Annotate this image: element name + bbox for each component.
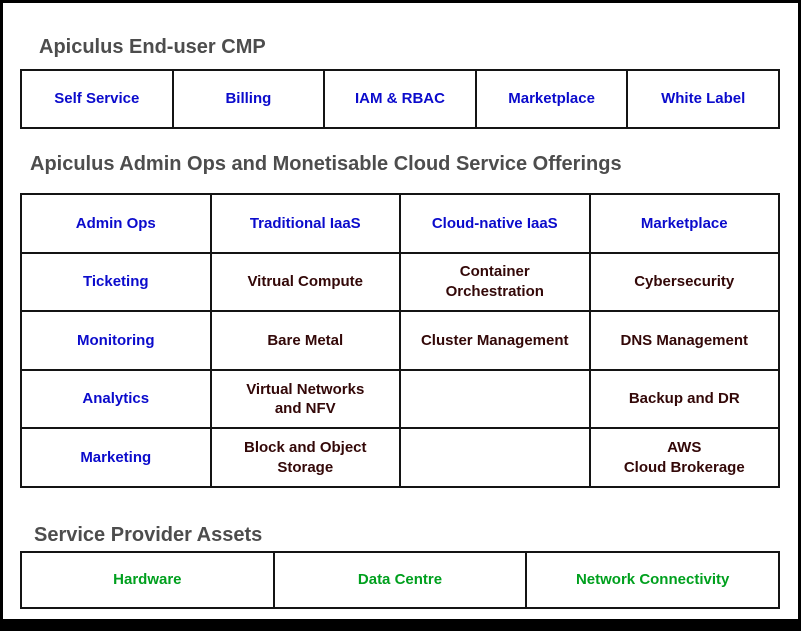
cmp-cell-iam-rbac: IAM & RBAC — [325, 71, 475, 127]
cmp-section-title: Apiculus End-user CMP — [39, 36, 266, 58]
cmp-cell-billing: Billing — [173, 71, 324, 127]
admin-col-header-cloud-native-iaas: Cloud-native IaaS — [401, 195, 589, 252]
admin-section-title: Apiculus Admin Ops and Monetisable Cloud… — [30, 153, 622, 175]
admin-cell-virtual-networks-nfv: Virtual Networks and NFV — [211, 370, 399, 428]
admin-cell-vitrual-compute: Vitrual Compute — [211, 253, 399, 311]
assets-table: Hardware Data Centre Network Connectivit… — [20, 551, 780, 609]
admin-cell-aws-cloud-brokerage: AWS Cloud Brokerage — [590, 429, 778, 486]
admin-col-header-traditional-iaas: Traditional IaaS — [211, 195, 399, 252]
assets-section-title: Service Provider Assets — [34, 524, 263, 546]
admin-table: Admin Ops Traditional IaaS Cloud-native … — [20, 193, 780, 488]
admin-cell-cluster-management: Cluster Management — [401, 312, 589, 369]
admin-cell-empty-1 — [401, 370, 589, 428]
admin-cell-container-orchestration: Container Orchestration — [401, 253, 589, 311]
asset-cell-hardware: Hardware — [22, 553, 273, 607]
admin-cell-cybersecurity: Cybersecurity — [590, 253, 778, 311]
admin-cell-bare-metal: Bare Metal — [211, 312, 399, 369]
admin-cell-marketing: Marketing — [22, 429, 210, 486]
admin-cell-empty-2 — [401, 429, 589, 486]
cmp-table: Self Service Billing IAM & RBAC Marketpl… — [20, 69, 780, 129]
cmp-cell-white-label: White Label — [628, 71, 778, 127]
asset-cell-network-connectivity: Network Connectivity — [527, 553, 778, 607]
cmp-cell-self-service: Self Service — [22, 71, 172, 127]
admin-col-header-marketplace: Marketplace — [590, 195, 778, 252]
admin-cell-backup-and-dr: Backup and DR — [590, 370, 778, 428]
cmp-cell-marketplace: Marketplace — [476, 71, 627, 127]
asset-cell-data-centre: Data Centre — [274, 553, 526, 607]
admin-col-header-admin-ops: Admin Ops — [22, 195, 210, 252]
admin-cell-dns-management: DNS Management — [590, 312, 778, 369]
admin-cell-monitoring: Monitoring — [22, 312, 210, 369]
admin-cell-block-object-storage: Block and Object Storage — [211, 429, 399, 486]
admin-cell-ticketing: Ticketing — [22, 253, 210, 311]
admin-cell-analytics: Analytics — [22, 370, 210, 428]
